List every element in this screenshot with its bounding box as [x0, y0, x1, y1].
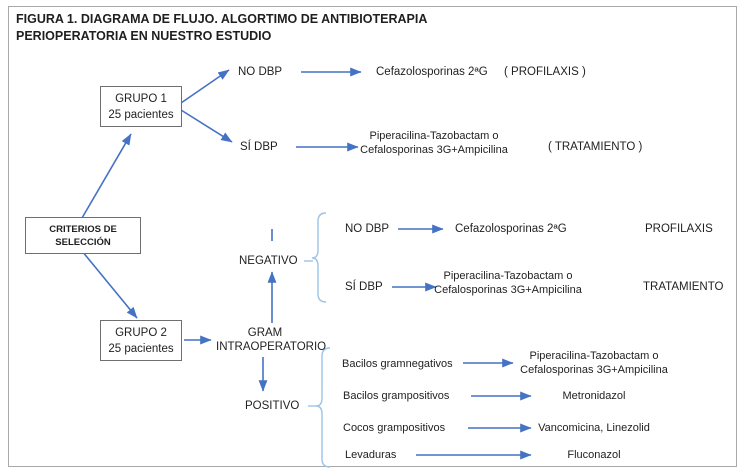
positivo-label: POSITIVO [245, 400, 300, 412]
top-si-dbp-result-line2: Cefalosporinas 3G+Ampicilina [360, 143, 508, 156]
mid-si-dbp-result-line1: Piperacilina-Tazobactam o [443, 270, 573, 282]
mid-si-dbp-result-line2: Cefalosporinas 3G+Ampicilina [434, 283, 582, 296]
treatment-bacilos-gramnegativos: Piperacilina-Tazobactam o Cefalosporinas… [518, 350, 670, 377]
mid-si-dbp-result: Piperacilina-Tazobactam o Cefalosporinas… [432, 270, 584, 297]
grupo2-label: GRUPO 2 [115, 326, 167, 339]
mid-tratamiento-tag: TRATAMIENTO [643, 281, 724, 293]
treatment-fluconazol: Fluconazol [567, 449, 621, 461]
negativo-label: NEGATIVO [239, 255, 298, 267]
mid-si-dbp-label: SÍ DBP [345, 281, 383, 293]
mid-no-dbp-result: Cefazolosporinas 2ªG [455, 223, 567, 235]
organism-bacilos-grampositivos: Bacilos grampositivos [343, 390, 450, 402]
figure-title-line1: FIGURA 1. DIAGRAMA DE FLUJO. ALGORTIMO D… [16, 12, 428, 26]
gram-line1: GRAM [247, 327, 283, 339]
organism-levaduras: Levaduras [345, 449, 397, 461]
grupo1-label: GRUPO 1 [115, 92, 167, 105]
grupo1-count: 25 pacientes [108, 108, 174, 121]
node-grupo1: GRUPO 1 25 pacientes [100, 86, 182, 127]
figure-title: FIGURA 1. DIAGRAMA DE FLUJO. ALGORTIMO D… [16, 11, 427, 45]
organism-bacilos-gramnegativos: Bacilos gramnegativos [342, 358, 453, 370]
gram-intraoperatorio-label: GRAM INTRAOPERATORIO [216, 327, 327, 354]
top-profilaxis-tag: ( PROFILAXIS ) [504, 66, 586, 78]
treatment-metronidazol: Metronidazol [562, 390, 626, 402]
node-criterios-seleccion: CRITERIOS DE SELECCIÓN [25, 217, 141, 254]
top-tratamiento-tag: ( TRATAMIENTO ) [548, 141, 643, 153]
top-si-dbp-label: SÍ DBP [240, 141, 278, 153]
treatment-vancomicina-linezolid: Vancomicina, Linezolid [538, 422, 650, 434]
top-si-dbp-result: Piperacilina-Tazobactam o Cefalosporinas… [358, 130, 510, 157]
node-grupo2: GRUPO 2 25 pacientes [100, 320, 182, 361]
top-si-dbp-result-line1: Piperacilina-Tazobactam o [369, 130, 499, 142]
gram-line2: INTRAOPERATORIO [216, 340, 327, 353]
organism-cocos-grampositivos: Cocos grampositivos [343, 422, 446, 434]
mid-no-dbp-label: NO DBP [345, 223, 390, 235]
top-no-dbp-result: Cefazolosporinas 2ªG [376, 66, 488, 78]
treatment-row0-line1: Piperacilina-Tazobactam o [529, 350, 659, 362]
grupo2-count: 25 pacientes [108, 342, 174, 355]
mid-profilaxis-tag: PROFILAXIS [645, 223, 713, 235]
top-no-dbp-label: NO DBP [238, 66, 283, 78]
criterios-line1: CRITERIOS DE [49, 223, 117, 235]
criterios-line2: SELECCIÓN [55, 236, 111, 248]
treatment-row0-line2: Cefalosporinas 3G+Ampicilina [520, 363, 668, 376]
figure-title-line2: PERIOPERATORIA EN NUESTRO ESTUDIO [16, 29, 272, 43]
